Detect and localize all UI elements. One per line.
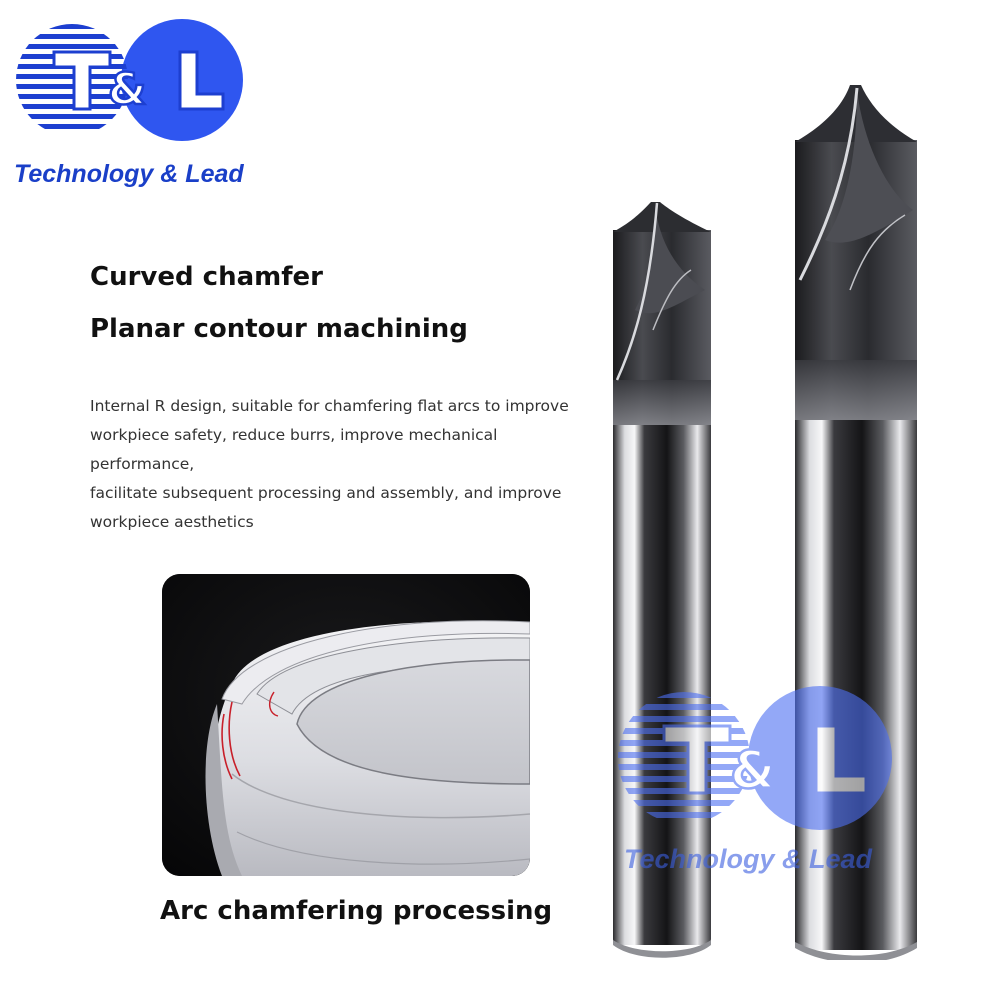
photo-caption: Arc chamfering processing	[160, 896, 553, 926]
watermark-tagline: Technology & Lead	[624, 844, 873, 874]
description-text: Internal R design, suitable for chamferi…	[90, 392, 590, 537]
svg-text:&: &	[730, 741, 775, 801]
chamfered-ring-image	[162, 574, 530, 876]
logo-tagline: Technology & Lead	[14, 160, 244, 188]
watermark-logo: & Technology & Lead	[612, 676, 902, 886]
description-line: workpiece safety, reduce burrs, improve …	[90, 426, 498, 473]
watermark-emblem-icon: &	[618, 686, 892, 830]
description-line: Internal R design, suitable for chamferi…	[90, 397, 569, 415]
description-line: facilitate subsequent processing and ass…	[90, 484, 562, 502]
brand-logo: & Technology & Lead	[10, 10, 250, 188]
svg-text:&: &	[108, 64, 146, 115]
logo-emblem-icon: &	[16, 19, 243, 141]
heading-curved-chamfer: Curved chamfer	[90, 262, 323, 292]
arc-chamfer-photo	[162, 574, 530, 876]
description-line: workpiece aesthetics	[90, 513, 254, 531]
heading-planar-contour: Planar contour machining	[90, 314, 468, 344]
